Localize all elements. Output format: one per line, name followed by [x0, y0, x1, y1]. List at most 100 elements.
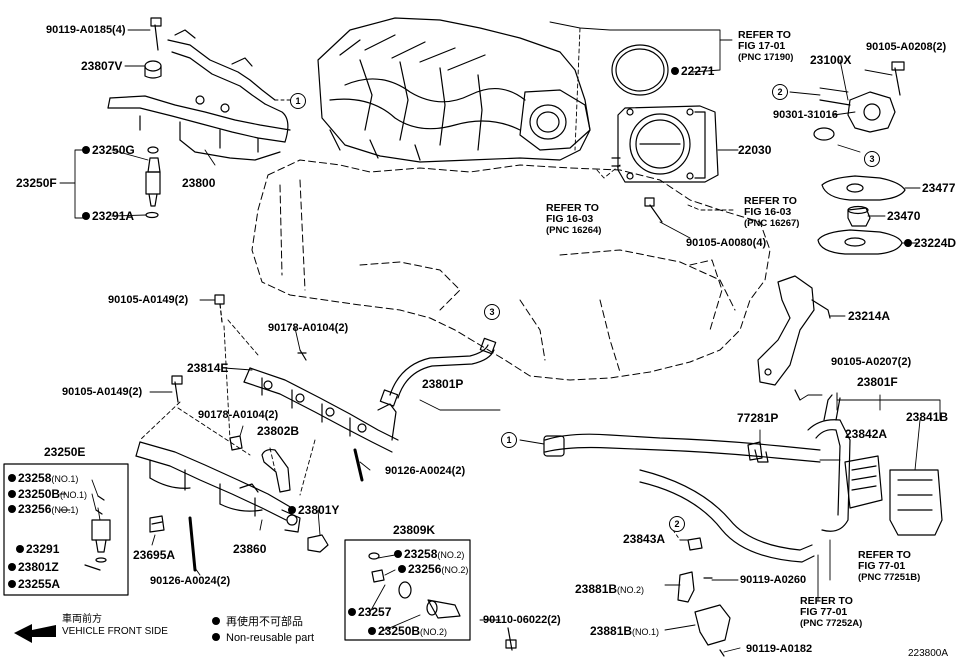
label-23842a[interactable]: 23842A: [845, 427, 888, 441]
label-23258-no1[interactable]: 23258(NO.1): [8, 472, 78, 485]
label-23250f[interactable]: 23250F: [16, 176, 57, 190]
part-23842a-drawing: [844, 455, 883, 509]
label-23256-no2[interactable]: 23256(NO.2): [398, 563, 468, 576]
legend-item-en: Non-reusable part: [212, 630, 314, 646]
label-23224d[interactable]: 23224D: [904, 237, 956, 249]
vehicle-front-label: 車両前方 VEHICLE FRONT SIDE: [62, 614, 168, 638]
label-90126-a0024-right[interactable]: 90126-A0024(2): [385, 465, 466, 477]
refer-line1: REFER TO: [800, 595, 853, 607]
non-reusable-dot: [671, 67, 679, 75]
label-90105-a0207[interactable]: 90105-A0207(2): [831, 356, 912, 368]
clip-23843a-drawing: [687, 537, 703, 551]
refer-fig-77-01-a[interactable]: REFER TO FIG 77-01 (PNC 77251B): [858, 550, 921, 584]
part-23802b-drawing: [261, 448, 291, 493]
label-23860[interactable]: 23860: [233, 542, 267, 556]
label-23881b-no1[interactable]: 23881B(NO.1): [590, 624, 660, 638]
label-90105-a0149-mid[interactable]: 90105-A0149(2): [62, 386, 143, 398]
refer-fig-16-03-a[interactable]: REFER TO FIG 16-03 (PNC 16264): [546, 203, 602, 237]
label-23801y[interactable]: 23801Y: [288, 504, 339, 516]
label-23214a[interactable]: 23214A: [848, 309, 891, 323]
label-23695a[interactable]: 23695A: [133, 548, 176, 562]
label-90119-a0185[interactable]: 90119-A0185(4): [46, 24, 126, 36]
label-23881b-no2[interactable]: 23881B(NO.2): [575, 582, 645, 596]
non-reusable-dot: [8, 505, 16, 513]
label-22271[interactable]: 22271: [671, 65, 714, 77]
label-23801p[interactable]: 23801P: [422, 377, 464, 391]
refer-pnc: (PNC 16264): [546, 225, 602, 236]
label-23801f[interactable]: 23801F: [857, 375, 898, 389]
refer-fig-16-03-b[interactable]: REFER TO FIG 16-03 (PNC 16267): [744, 196, 799, 230]
label-23470[interactable]: 23470: [887, 209, 921, 223]
label-23250g[interactable]: 23250G: [82, 144, 135, 156]
injector-23250f-drawing: [145, 146, 161, 219]
refer-fig-77-01-b[interactable]: REFER TO FIG 77-01 (PNC 77252A): [800, 595, 862, 630]
fuel-pump-23100x-drawing: [813, 61, 905, 141]
refer-line2: FIG 77-01: [858, 560, 906, 572]
label-23100x[interactable]: 23100X: [810, 53, 852, 67]
label-23814e[interactable]: 23814E: [187, 361, 229, 375]
fuel-rail-23800-drawing: [107, 17, 291, 161]
legend-dot-icon: [212, 633, 220, 641]
fuel-hose-23801f-drawing: [543, 394, 851, 563]
label-90178-a0104-mid[interactable]: 90178-A0104(2): [198, 409, 279, 421]
label-23250b-no2[interactable]: 23250B(NO.2): [368, 625, 447, 638]
legend-item-zh: 再使用不可部品: [212, 614, 314, 630]
non-reusable-dot: [8, 563, 16, 571]
refer-pnc: (PNC 77251B): [858, 572, 921, 583]
label-23841b[interactable]: 23841B: [906, 410, 949, 424]
label-23801z[interactable]: 23801Z: [8, 561, 59, 573]
label-23809k[interactable]: 23809K: [393, 523, 436, 537]
front-arrow: [14, 624, 56, 643]
label-90301-31016[interactable]: 90301-31016: [773, 109, 838, 121]
injector-set-23250e-box: [3, 463, 129, 596]
non-reusable-dot: [82, 212, 90, 220]
fuel-rail-23814e-drawing: [171, 294, 399, 453]
label-90110-06022[interactable]: 90110-06022(2): [483, 614, 561, 626]
legend: 再使用不可部品 Non-reusable part: [212, 614, 314, 646]
label-90105-a0080[interactable]: 90105-A0080(4): [686, 237, 767, 249]
non-reusable-dot: [368, 627, 376, 635]
label-23800[interactable]: 23800: [182, 176, 216, 190]
gasket-23224d-drawing: [817, 229, 903, 255]
label-90126-a0024-left[interactable]: 90126-A0024(2): [150, 575, 231, 587]
refer-line1: REFER TO: [738, 29, 791, 41]
label-23257[interactable]: 23257: [348, 606, 391, 618]
label-90178-a0104-top[interactable]: 90178-A0104(2): [268, 322, 349, 334]
gasket-23477-drawing: [821, 175, 906, 201]
label-23477[interactable]: 23477: [922, 181, 956, 195]
label-90119-a0260[interactable]: 90119-A0260: [740, 574, 807, 586]
label-90105-a0208[interactable]: 90105-A0208(2): [866, 41, 947, 53]
label-23807v[interactable]: 23807V: [81, 59, 123, 73]
marker-1-lower: 1: [501, 432, 517, 448]
kit-23809k-box: [344, 539, 471, 641]
label-90105-a0149-top[interactable]: 90105-A0149(2): [108, 294, 189, 306]
label-23258-no2[interactable]: 23258(NO.2): [394, 548, 464, 561]
label-90119-a0182[interactable]: 90119-A0182: [746, 643, 813, 655]
marker-3-upper: 3: [864, 151, 880, 167]
label-23250e[interactable]: 23250E: [44, 445, 86, 459]
throttle-body-drawing: [611, 105, 719, 183]
bracket-23881b-no2-drawing: [677, 571, 713, 603]
label-77281p[interactable]: 77281P: [737, 411, 779, 425]
nut-90178-a0104-drawing: [229, 435, 243, 451]
label-23291a[interactable]: 23291A: [82, 210, 134, 222]
label-23843a[interactable]: 23843A: [623, 532, 666, 546]
leader-lines: [59, 21, 941, 653]
marker-2-upper: 2: [772, 84, 788, 100]
marker-1-upper: 1: [290, 93, 306, 109]
engine-block-outline: [251, 159, 771, 381]
label-22030[interactable]: 22030: [738, 143, 772, 157]
bolt-90110-06022-drawing: [505, 627, 517, 651]
refer-fig-17-01[interactable]: REFER TO FIG 17-01 (PNC 17190): [738, 29, 794, 64]
label-23250b-no1[interactable]: 23250B(NO.1): [8, 488, 87, 501]
label-23291[interactable]: 23291: [16, 543, 59, 555]
marker-3-mid: 3: [484, 304, 500, 320]
refer-pnc: (PNC 17190): [738, 52, 794, 63]
label-23255a[interactable]: 23255A: [8, 578, 60, 590]
label-23256-no1[interactable]: 23256(NO.1): [8, 503, 78, 516]
intake-manifold-drawing: [317, 17, 591, 163]
label-23802b[interactable]: 23802B: [257, 424, 300, 438]
refer-line2: FIG 17-01: [738, 40, 786, 52]
non-reusable-dot: [8, 490, 16, 498]
